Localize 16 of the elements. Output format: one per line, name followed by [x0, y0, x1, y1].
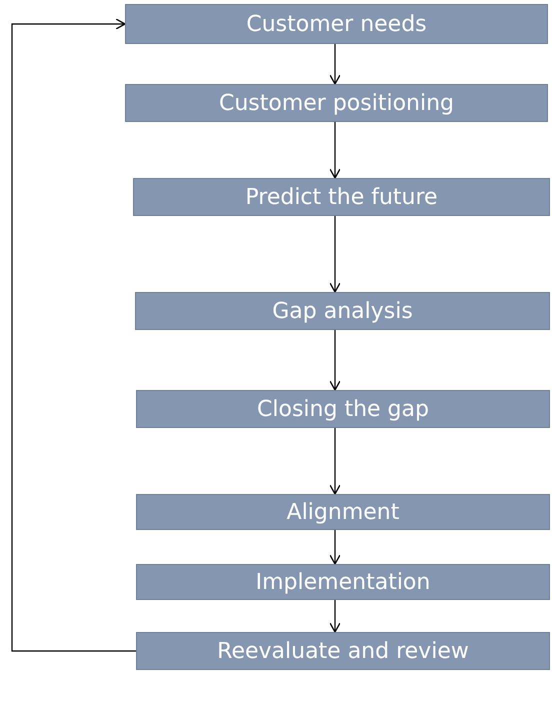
arrow [329, 530, 341, 565]
arrow [329, 600, 341, 633]
arrow [329, 122, 341, 179]
process-box: Reevaluate and review [136, 632, 550, 670]
process-box: Customer needs [125, 4, 548, 44]
arrow [329, 428, 341, 495]
process-box: Customer positioning [125, 84, 548, 122]
arrow [329, 216, 341, 293]
process-box: Alignment [136, 494, 550, 530]
process-box: Gap analysis [135, 292, 550, 330]
arrow [329, 44, 341, 85]
process-box: Implementation [136, 564, 550, 600]
arrow [11, 18, 136, 652]
process-box: Closing the gap [136, 390, 550, 428]
arrow [329, 330, 341, 391]
process-box: Predict the future [133, 178, 550, 216]
